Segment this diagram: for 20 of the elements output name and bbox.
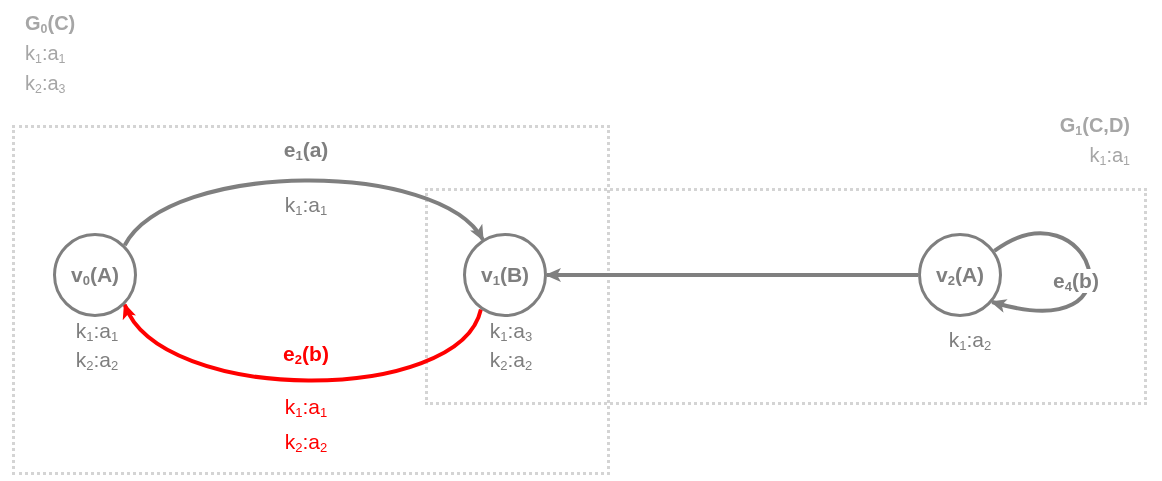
vertex-attribute: k$_{2}$:a$_{2}$ [488, 347, 534, 374]
group-attribute: k$_{1}$:a$_{1}$ [25, 41, 67, 68]
group-title: G$_{1}$(C,D) [1059, 113, 1130, 140]
edge-attribute: k$_{1}$:a$_{1}$ [284, 193, 328, 217]
edge-attribute: k$_{1}$:a$_{1}$ [284, 395, 328, 419]
edge-arrow [123, 178, 485, 247]
vertex-attribute: k$_{1}$:a$_{1}$ [74, 318, 120, 345]
vertex-attribute: k$_{2}$:a$_{2}$ [74, 347, 120, 374]
vertex-circle: v$_{1}$(B) [463, 233, 547, 317]
vertex-circle: v$_{2}$(A) [918, 233, 1002, 317]
edge-attribute: k$_{2}$:a$_{2}$ [284, 430, 328, 454]
edge-arrow [545, 268, 918, 282]
vertex-circle: v$_{0}$(A) [53, 233, 137, 317]
edge-arrow [123, 303, 483, 383]
group-attribute: k$_{1}$:a$_{1}$ [1088, 143, 1130, 170]
group-title: G$_{0}$(C) [25, 11, 76, 38]
edge-arrow [990, 231, 1092, 312]
vertex-attribute: k$_{1}$:a$_{3}$ [488, 318, 534, 345]
vertex-attribute: k$_{1}$:a$_{2}$ [947, 327, 993, 354]
group-attribute: k$_{2}$:a$_{3}$ [25, 71, 67, 98]
